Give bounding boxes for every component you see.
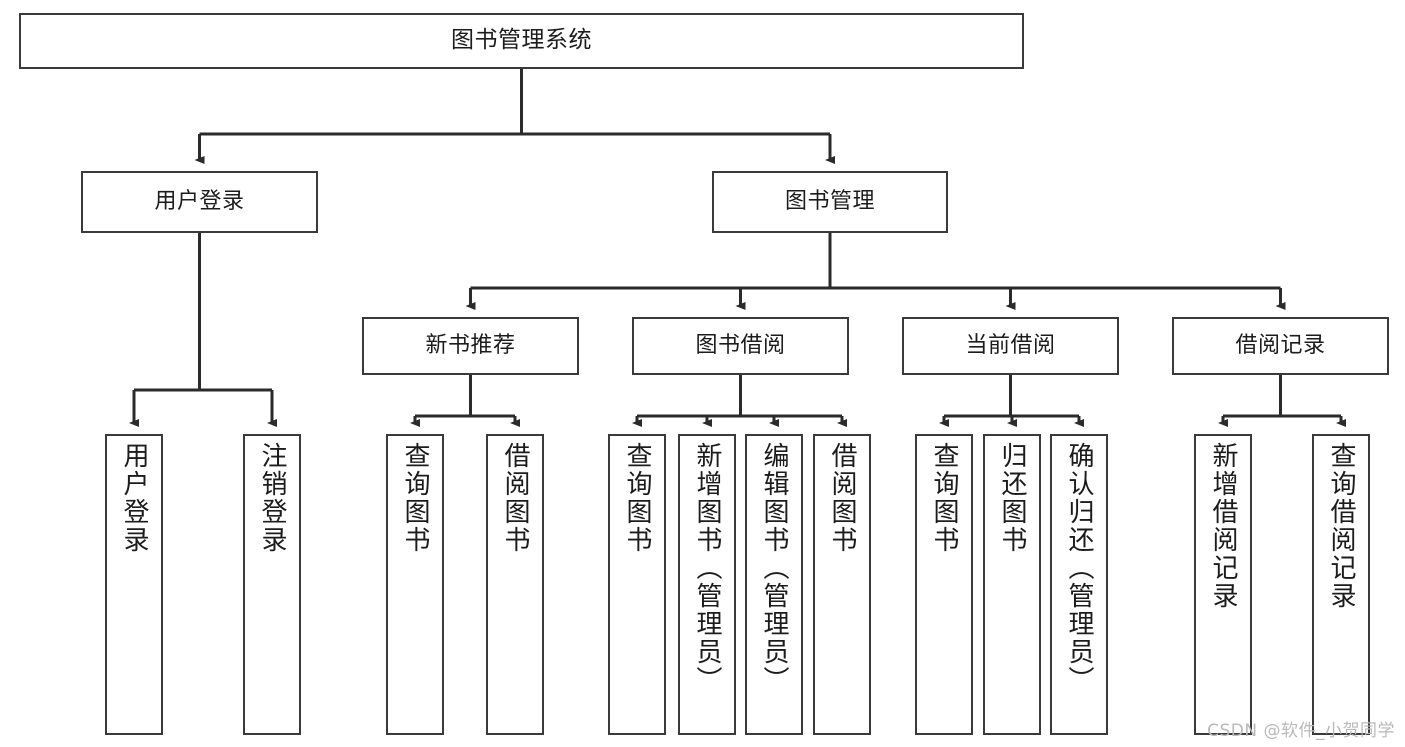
node-label: 确认归还（管理员） [1064, 442, 1094, 694]
node-label: 借阅图书 [500, 442, 530, 554]
node-label: 归还图书 [997, 442, 1027, 554]
node-label: 查询图书 [622, 442, 652, 554]
node-label: 图书管理系统 [451, 27, 592, 54]
node-user-login[interactable]: 用户登录 [81, 171, 318, 233]
node-label: 新增图书（管理员） [692, 442, 722, 694]
node-leaf-query-book-2[interactable]: 查询图书 [608, 434, 666, 735]
node-label: 借阅记录 [1235, 333, 1326, 359]
node-leaf-query-book-1[interactable]: 查询图书 [386, 434, 444, 735]
node-label: 查询图书 [929, 442, 959, 554]
node-book-borrow[interactable]: 图书借阅 [632, 317, 849, 375]
node-label: 图书借阅 [695, 333, 786, 359]
node-borrow-record[interactable]: 借阅记录 [1172, 317, 1389, 375]
node-label: 注销登录 [257, 442, 287, 554]
node-label: 用户登录 [154, 189, 245, 215]
node-current-borrow[interactable]: 当前借阅 [902, 317, 1119, 375]
node-leaf-borrow-book-2[interactable]: 借阅图书 [813, 434, 871, 735]
node-label: 查询借阅记录 [1326, 442, 1356, 610]
node-label: 查询图书 [400, 442, 430, 554]
node-leaf-query-record[interactable]: 查询借阅记录 [1312, 434, 1370, 735]
node-label: 用户登录 [119, 442, 149, 554]
node-root[interactable]: 图书管理系统 [19, 13, 1024, 69]
node-label: 新增借阅记录 [1208, 442, 1238, 610]
node-leaf-user-login[interactable]: 用户登录 [105, 434, 163, 735]
node-leaf-logout[interactable]: 注销登录 [243, 434, 301, 735]
node-label: 图书管理 [784, 189, 875, 215]
node-label: 新书推荐 [425, 333, 516, 359]
node-leaf-confirm-return[interactable]: 确认归还（管理员） [1050, 434, 1108, 735]
node-leaf-query-book-3[interactable]: 查询图书 [915, 434, 973, 735]
node-new-book-rec[interactable]: 新书推荐 [362, 317, 579, 375]
node-leaf-return-book[interactable]: 归还图书 [983, 434, 1041, 735]
node-label: 借阅图书 [827, 442, 857, 554]
node-book-manage[interactable]: 图书管理 [712, 171, 948, 233]
node-leaf-edit-book[interactable]: 编辑图书（管理员） [745, 434, 803, 735]
node-label: 编辑图书（管理员） [759, 442, 789, 694]
node-leaf-add-book[interactable]: 新增图书（管理员） [678, 434, 736, 735]
node-leaf-add-record[interactable]: 新增借阅记录 [1194, 434, 1252, 735]
node-label: 当前借阅 [965, 333, 1056, 359]
node-leaf-borrow-book-1[interactable]: 借阅图书 [486, 434, 544, 735]
